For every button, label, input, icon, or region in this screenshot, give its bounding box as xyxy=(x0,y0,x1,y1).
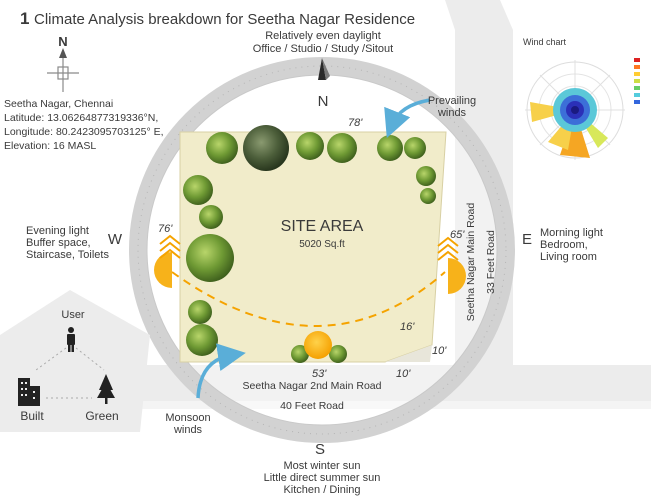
south-text: Most winter sun xyxy=(283,460,360,472)
tree-icon xyxy=(97,374,115,404)
east-road-top xyxy=(445,0,513,30)
dial-east-label: E xyxy=(522,231,532,248)
building-icon xyxy=(18,378,40,406)
west-sun-rays xyxy=(159,234,181,259)
dial-south-label: S xyxy=(315,441,325,458)
dial-north-label: N xyxy=(318,93,329,110)
tree-icon xyxy=(291,345,309,363)
south-text: Little direct summer sun xyxy=(264,472,381,484)
east-road-name: Seetha Nagar Main Road xyxy=(465,203,477,322)
dim-top: 78' xyxy=(348,117,363,129)
title-number: 1 xyxy=(20,9,29,28)
tree-icon xyxy=(377,135,403,161)
dim-right: 65' xyxy=(450,229,465,241)
south-road-width: 40 Feet Road xyxy=(280,400,344,412)
dial-north-pointer-shade xyxy=(322,58,330,80)
east-sun xyxy=(448,258,466,294)
dim-small-horizontal: 10' xyxy=(396,368,411,380)
monsoon-winds-label: winds xyxy=(173,424,203,436)
west-sun xyxy=(154,252,172,288)
tree-icon xyxy=(188,300,212,324)
tree-icon xyxy=(404,137,426,159)
tree-icon xyxy=(186,324,218,356)
site-dimensions: 78' 76' 65' 53' 16' 10' 10' xyxy=(158,117,465,380)
site-corner-cut xyxy=(385,345,432,362)
tree-icon xyxy=(183,175,213,205)
prevailing-wind-arrow xyxy=(384,98,431,138)
dim-bottom: 53' xyxy=(312,368,327,380)
dim-diagonal: 16' xyxy=(400,321,415,333)
monsoon-wind-arrow xyxy=(196,343,246,399)
dim-left: 76' xyxy=(158,223,173,235)
east-road-width: 33 Feet Road xyxy=(485,230,497,294)
dim-small-vertical: 10' xyxy=(432,345,447,357)
north-compass-icon xyxy=(47,48,79,92)
tree-icon xyxy=(243,125,289,171)
wind-legend xyxy=(634,58,640,104)
south-sun xyxy=(304,331,332,359)
site-area-value: 5020 Sq.ft xyxy=(299,239,345,250)
trees xyxy=(183,125,436,363)
tree-icon xyxy=(206,132,238,164)
dial-north-pointer xyxy=(318,58,326,80)
user-built-green-diagram xyxy=(0,290,150,432)
compass-north-label: N xyxy=(58,34,67,49)
user-icon xyxy=(67,327,75,352)
diagram-built-label: Built xyxy=(20,409,44,423)
east-text: Living room xyxy=(540,251,597,263)
monsoon-winds-label: Monsoon xyxy=(165,412,210,424)
prevailing-winds-label: Prevailing xyxy=(428,95,476,107)
west-text: Evening light xyxy=(26,225,89,237)
location-line: Longitude: 80.2423095703125° E, xyxy=(4,126,164,138)
site-area-label: SITE AREA xyxy=(281,218,364,235)
tree-icon xyxy=(329,345,347,363)
prevailing-winds-label: winds xyxy=(437,107,467,119)
tree-icon xyxy=(186,234,234,282)
tree-icon xyxy=(199,205,223,229)
location-line: Latitude: 13.06264877319336°N, xyxy=(4,112,158,124)
location-line: Seetha Nagar, Chennai xyxy=(4,98,113,110)
diagram-user-label: User xyxy=(61,309,85,321)
dial-west-label: W xyxy=(108,231,123,248)
north-text: Office / Studio / Study /Sitout xyxy=(253,43,393,55)
east-sun-rays xyxy=(437,236,459,261)
diagram-green-label: Green xyxy=(85,409,118,423)
road-edge xyxy=(0,401,651,409)
wind-rose-chart xyxy=(525,58,640,160)
south-text: Kitchen / Dining xyxy=(283,484,360,496)
tree-icon xyxy=(420,188,436,204)
tree-icon xyxy=(327,133,357,163)
south-road-name: Seetha Nagar 2nd Main Road xyxy=(243,380,382,392)
tree-icon xyxy=(296,132,324,160)
page-title: Climate Analysis breakdown for Seetha Na… xyxy=(34,11,415,28)
tree-icon xyxy=(416,166,436,186)
west-text: Buffer space, xyxy=(26,237,91,249)
west-text: Staircase, Toilets xyxy=(26,249,109,261)
sun-path xyxy=(171,271,446,327)
north-text: Relatively even daylight xyxy=(265,30,381,42)
location-line: Elevation: 16 MASL xyxy=(4,140,96,152)
wind-chart-title: Wind chart xyxy=(523,37,567,47)
location-info: Seetha Nagar, Chennai Latitude: 13.06264… xyxy=(4,98,164,152)
east-text: Bedroom, xyxy=(540,239,588,251)
east-text: Morning light xyxy=(540,227,603,239)
